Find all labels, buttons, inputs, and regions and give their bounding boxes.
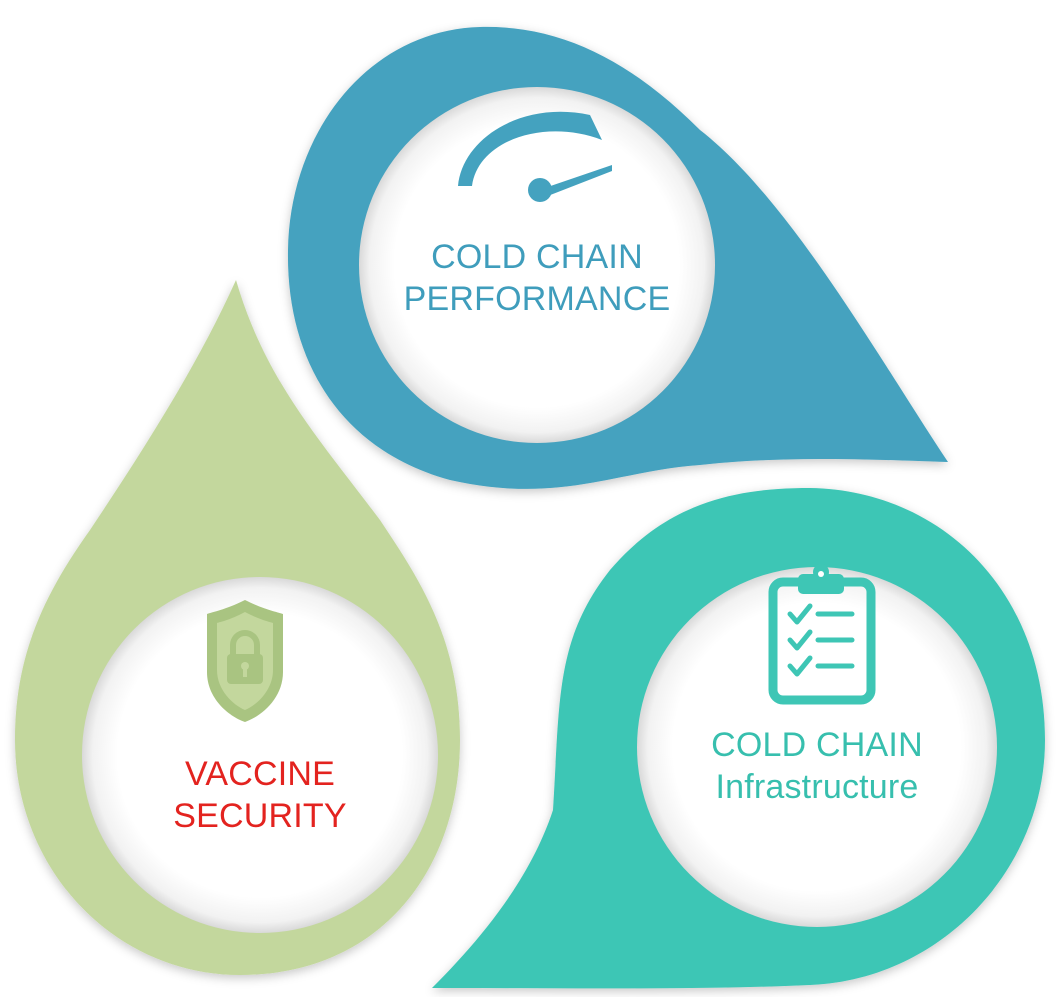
security-disc: [82, 577, 438, 933]
clipboard-checklist-icon: [768, 564, 876, 705]
performance-label: COLD CHAIN PERFORMANCE: [387, 236, 687, 320]
infrastructure-label-line-1: COLD CHAIN: [711, 726, 923, 764]
performance-disc: [359, 87, 715, 443]
shield-lock-icon: [207, 600, 283, 722]
performance-label-line-2: PERFORMANCE: [403, 280, 671, 318]
security-label-line-2: SECURITY: [173, 797, 347, 835]
speedometer-icon: [458, 111, 612, 202]
security-label: VACCINE SECURITY: [110, 753, 410, 837]
infrastructure-label: COLD CHAIN Infrastructure: [667, 724, 967, 808]
infrastructure-label-line-2: Infrastructure: [715, 768, 919, 806]
infrastructure-disc: [637, 567, 997, 927]
security-label-line-1: VACCINE: [184, 755, 336, 793]
performance-label-line-1: COLD CHAIN: [431, 238, 643, 276]
